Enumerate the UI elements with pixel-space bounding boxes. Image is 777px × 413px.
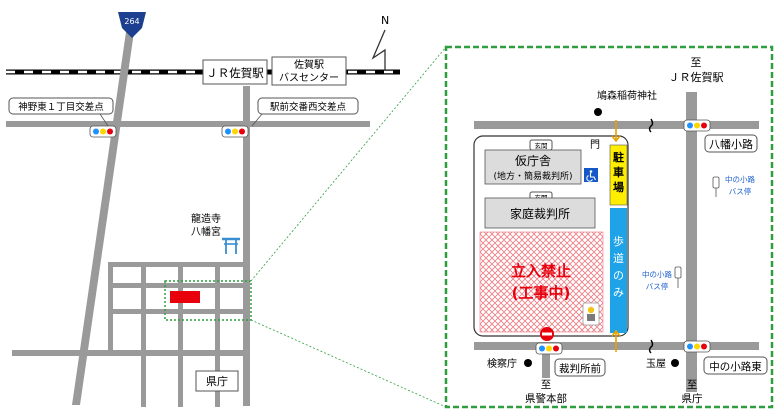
inset-road-south-stub bbox=[542, 350, 550, 378]
saibansho-mae-box: 裁判所前 bbox=[554, 358, 606, 377]
entrance-1-label: 玄関 bbox=[535, 141, 548, 150]
zoom-connector-bottom bbox=[250, 319, 447, 408]
inset-road-east bbox=[686, 92, 697, 392]
to-kencho-label-2: 県庁 bbox=[682, 392, 703, 405]
entrance-1-tag: 玄関 bbox=[529, 139, 553, 151]
to-jr-label-1: 至 bbox=[691, 56, 702, 69]
bus-stop-1-label-1: 中の小路 bbox=[725, 174, 755, 184]
to-kencho-label-1: 至 bbox=[687, 379, 698, 391]
bus-stop-icon bbox=[712, 176, 720, 197]
road-break-mark bbox=[648, 118, 654, 133]
jr-station-label: ＪＲ佐賀駅 bbox=[206, 66, 264, 80]
no-entry-sign-icon bbox=[540, 327, 554, 341]
saibansho-mae-label: 裁判所前 bbox=[559, 362, 601, 375]
to-police-label-2: 県警本部 bbox=[525, 392, 567, 405]
family-court-label: 家庭裁判所 bbox=[510, 206, 570, 221]
traffic-signal-icon bbox=[535, 342, 563, 355]
north-label: N bbox=[381, 14, 389, 27]
kencho-label: 県庁 bbox=[206, 374, 228, 388]
bus-stop-1-label-2: バス停 bbox=[729, 186, 752, 196]
to-jr-label-2: ＪＲ佐賀駅 bbox=[669, 70, 724, 84]
sidewalk-only-strip: 歩 道 の み bbox=[610, 208, 627, 333]
jr-station-box: ＪＲ佐賀駅 bbox=[202, 59, 268, 85]
bus-stop-icon bbox=[674, 266, 682, 288]
parking-label-char: 駐 bbox=[613, 150, 624, 164]
gyokuya-label: 玉屋 bbox=[646, 358, 666, 370]
parking-label-char: 車 bbox=[613, 165, 624, 179]
ekimae-intersection-callout: 駅前交番西交差点 bbox=[251, 97, 359, 127]
karichosha-sub-label: (地方・簡易裁判所) bbox=[493, 170, 572, 182]
road-break-mark bbox=[648, 339, 654, 354]
sidewalk-label-char: み bbox=[613, 286, 624, 299]
family-court-building: 家庭裁判所 bbox=[484, 197, 596, 229]
nakanokoji-higashi-label: 中の小路東 bbox=[709, 360, 762, 373]
shrine-dot bbox=[594, 108, 602, 116]
bus-stop-2-label-1: 中の小路 bbox=[642, 269, 672, 279]
yawata-koji-label: 八幡小路 bbox=[709, 137, 753, 151]
shrine-label-1: 龍造寺 bbox=[191, 212, 221, 225]
shrine-label: 龍造寺 八幡宮 bbox=[191, 212, 221, 238]
route-number: 264 bbox=[124, 17, 139, 26]
bus-center-box: 佐賀駅 バスセンター bbox=[271, 56, 347, 86]
inset-map: 至 ＪＲ佐賀駅 鳩森稲荷神社 八幡小路 中の小路 バス停 bbox=[444, 45, 774, 409]
hatomori-shrine-label: 鳩森稲荷神社 bbox=[597, 89, 657, 102]
construction-label: (工事中) bbox=[512, 284, 571, 302]
road-v3 bbox=[178, 262, 183, 407]
gate-label: 門 bbox=[590, 139, 600, 151]
road-h4 bbox=[12, 350, 250, 356]
road-v4 bbox=[215, 262, 220, 407]
traffic-signal-icon bbox=[221, 125, 249, 138]
torii-icon bbox=[222, 237, 240, 254]
sidewalk-label-char: 歩 bbox=[613, 234, 624, 248]
bus-center-label-1: 佐賀駅 bbox=[294, 59, 324, 71]
sidewalk-label-char: 道 bbox=[613, 251, 624, 265]
kencho-box: 県庁 bbox=[195, 370, 239, 392]
north-arrow: N bbox=[371, 14, 389, 70]
construction-worker-icon bbox=[582, 302, 600, 326]
left-roads bbox=[6, 32, 370, 407]
to-police-label-1: 至 bbox=[541, 379, 552, 391]
route-264-shield: 264 bbox=[118, 12, 146, 38]
entrance-2-label: 玄関 bbox=[535, 193, 548, 202]
parking-label-char: 場 bbox=[613, 180, 624, 194]
ekimae-intersection-label: 駅前交番西交差点 bbox=[270, 101, 347, 113]
kensatsucho-dot bbox=[524, 359, 532, 367]
temporary-building: 仮庁舎 (地方・簡易裁判所) bbox=[484, 149, 582, 185]
sidewalk-label-char: の bbox=[613, 269, 624, 282]
traffic-signal-icon bbox=[683, 119, 711, 132]
karichosha-label: 仮庁舎 bbox=[515, 154, 551, 168]
court-location-marker bbox=[170, 291, 200, 303]
traffic-signal-icon bbox=[683, 340, 711, 353]
nakanokoji-higashi-box: 中の小路東 bbox=[703, 356, 768, 375]
kanno-intersection-callout: 神野東１丁目交差点 bbox=[8, 97, 114, 127]
road-v2 bbox=[141, 262, 146, 407]
no-entry-construction-zone: 立入禁止 (工事中) bbox=[479, 231, 604, 333]
wheelchair-icon bbox=[584, 168, 598, 182]
road-v1 bbox=[108, 262, 113, 356]
gate-arrow-icon bbox=[611, 120, 621, 143]
bus-center-label-2: バスセンター bbox=[279, 72, 339, 84]
road-vertical-ekimae bbox=[243, 86, 250, 406]
no-entry-label: 立入禁止 bbox=[511, 262, 571, 280]
traffic-signal-icon bbox=[89, 125, 117, 138]
shrine-label-2: 八幡宮 bbox=[191, 225, 221, 238]
kanno-intersection-label: 神野東１丁目交差点 bbox=[18, 101, 104, 113]
bus-stop-2-label-2: バス停 bbox=[646, 281, 669, 291]
gyokuya-dot bbox=[671, 359, 679, 367]
yawata-koji-box: 八幡小路 bbox=[704, 134, 758, 153]
road-route-264 bbox=[72, 32, 134, 405]
road-horizontal-kanno bbox=[6, 121, 370, 127]
parking-area: 駐 車 場 bbox=[609, 144, 628, 206]
focus-area-outline bbox=[164, 280, 252, 321]
left-map: 264 N ＪＲ佐賀駅 佐賀駅 バスセンター 神野東１丁目交差点 駅前交番西交差… bbox=[6, 12, 447, 408]
kensatsucho-label: 検察庁 bbox=[487, 357, 517, 370]
entry-arrow-icon bbox=[611, 329, 621, 352]
zoom-connector-top bbox=[250, 46, 447, 282]
